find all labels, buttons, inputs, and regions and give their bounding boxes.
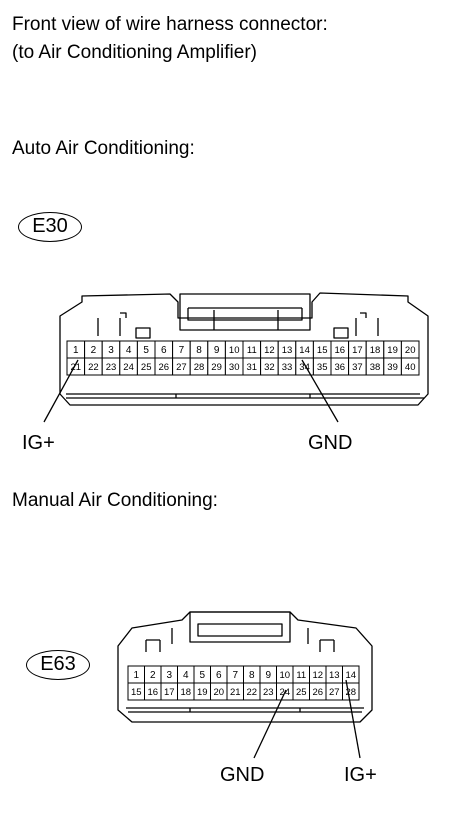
heading-line-1: Front view of wire harness connector: — [12, 14, 328, 35]
auto-callout-label-1: IG+ — [22, 432, 55, 454]
manual-pin-label: 7 — [232, 670, 238, 681]
auto-pin-label: 18 — [370, 345, 381, 356]
manual-pin-label: 21 — [230, 687, 241, 698]
auto-pin-label: 30 — [229, 362, 240, 373]
manual-pin-cell — [342, 682, 360, 701]
manual-pin-label: 9 — [265, 670, 271, 681]
auto-pin-label: 4 — [126, 345, 132, 356]
auto-pin-label: 29 — [211, 362, 222, 373]
auto-pin-label: 6 — [161, 345, 167, 356]
auto-pin-label: 38 — [370, 362, 381, 373]
auto-connector-housing — [59, 292, 429, 406]
manual-section-title: Manual Air Conditioning: — [12, 490, 218, 511]
manual-pin-label: 3 — [166, 670, 172, 681]
auto-pin-label: 8 — [196, 345, 202, 356]
auto-pin-label: 15 — [317, 345, 328, 356]
manual-pin-label: 18 — [180, 687, 191, 698]
auto-pin-label: 25 — [141, 362, 152, 373]
manual-pin-label: 22 — [246, 687, 257, 698]
auto-pin-label: 10 — [229, 345, 240, 356]
auto-pin-label: 20 — [405, 345, 416, 356]
manual-pin-label: 4 — [183, 670, 189, 681]
manual-pin-label: 25 — [296, 687, 307, 698]
auto-pin-label: 3 — [108, 345, 114, 356]
auto-pin-label: 17 — [352, 345, 363, 356]
auto-pin-label: 33 — [282, 362, 293, 373]
auto-pin-label: 24 — [123, 362, 134, 373]
auto-pin-label: 19 — [387, 345, 398, 356]
manual-pin-label: 8 — [249, 670, 255, 681]
manual-pin-label: 10 — [279, 670, 290, 681]
auto-pin-label: 5 — [143, 345, 149, 356]
heading-line-2: (to Air Conditioning Amplifier) — [12, 42, 257, 63]
manual-pin-label: 14 — [345, 670, 356, 681]
auto-pin-label: 7 — [179, 345, 185, 356]
manual-pin-label: 13 — [329, 670, 340, 681]
auto-callout-line-gnd — [301, 359, 339, 423]
manual-pin-label: 5 — [199, 670, 205, 681]
manual-callout-line-gnd — [253, 689, 287, 759]
manual-pin-label: 23 — [263, 687, 274, 698]
auto-pin-label: 1 — [73, 345, 79, 356]
auto-pin-label: 11 — [247, 345, 257, 356]
auto-pin-label: 28 — [194, 362, 205, 373]
auto-pin-label: 27 — [176, 362, 187, 373]
manual-pin-label: 28 — [345, 687, 356, 698]
auto-pin-label: 14 — [299, 345, 310, 356]
manual-pin-label: 26 — [312, 687, 323, 698]
manual-pin-label: 12 — [312, 670, 323, 681]
auto-pin-label: 13 — [282, 345, 293, 356]
auto-section-title: Auto Air Conditioning: — [12, 138, 195, 159]
manual-pin-label: 1 — [133, 670, 139, 681]
manual-pin-label: 20 — [213, 687, 224, 698]
manual-pin-label: 6 — [216, 670, 222, 681]
auto-pin-label: 34 — [299, 362, 310, 373]
auto-pin-label: 40 — [405, 362, 416, 373]
manual-pin-label: 2 — [150, 670, 156, 681]
auto-connector-id: E30 — [18, 212, 82, 242]
auto-pin-label: 35 — [317, 362, 328, 373]
auto-pin-label: 26 — [159, 362, 170, 373]
manual-connector-housing — [117, 611, 373, 723]
manual-pin-label: 27 — [329, 687, 340, 698]
manual-callout-label-2: IG+ — [344, 764, 377, 786]
auto-pin-label: 21 — [71, 362, 82, 373]
manual-pin-label: 11 — [296, 670, 306, 681]
auto-pin-label: 22 — [88, 362, 99, 373]
manual-callout-label-1: GND — [220, 764, 265, 786]
manual-callout-line-ig — [345, 679, 361, 759]
auto-pin-label: 9 — [214, 345, 220, 356]
auto-pin-label: 31 — [247, 362, 258, 373]
auto-pin-label: 39 — [387, 362, 398, 373]
auto-pin-label: 23 — [106, 362, 117, 373]
manual-pin-label: 16 — [147, 687, 158, 698]
auto-pin-label: 16 — [335, 345, 346, 356]
manual-pin-label: 17 — [164, 687, 175, 698]
auto-pin-label: 32 — [264, 362, 275, 373]
manual-pin-label: 19 — [197, 687, 208, 698]
auto-pin-label: 2 — [91, 345, 97, 356]
manual-pin-label: 15 — [131, 687, 142, 698]
auto-pin-label: 36 — [335, 362, 346, 373]
auto-callout-label-2: GND — [308, 432, 353, 454]
auto-callout-line-ig — [43, 359, 79, 423]
auto-pin-cell — [400, 357, 420, 376]
manual-connector-id: E63 — [26, 650, 90, 680]
auto-pin-label: 37 — [352, 362, 363, 373]
auto-pin-label: 12 — [264, 345, 275, 356]
